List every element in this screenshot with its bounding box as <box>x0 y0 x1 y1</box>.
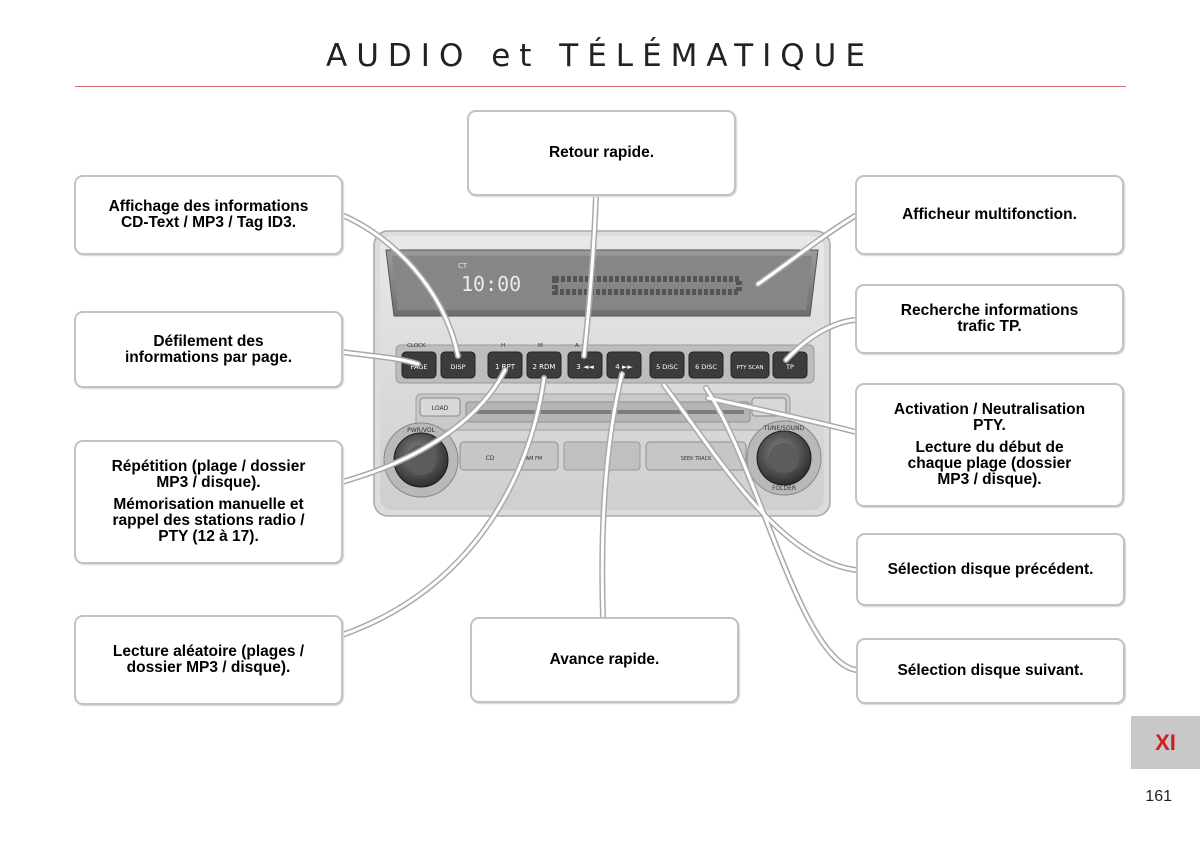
display-ct: CT <box>458 262 468 270</box>
callout-affichage-cd-text: Affichage des informations CD-Text / MP3… <box>74 175 343 255</box>
btn-am-fm: AM FM <box>526 456 543 462</box>
btn-3-rew: 3 ◄◄ <box>576 363 594 371</box>
page-title: AUDIO et TÉLÉMATIQUE <box>326 38 874 74</box>
section-tab: XI <box>1131 716 1200 769</box>
btn-pty-scan: PTY SCAN <box>737 365 764 371</box>
callout-repetition: Répétition (plage / dossier MP3 / disque… <box>74 440 343 564</box>
callout-disque-suivant: Sélection disque suivant. <box>856 638 1125 704</box>
callout-lecture-aleatoire: Lecture aléatoire (plages / dossier MP3 … <box>74 615 343 705</box>
label-clock: CLOCK <box>407 343 426 349</box>
btn-page: PAGE <box>411 363 428 371</box>
btn-1-rpt: 1 RPT <box>495 363 516 371</box>
title-divider <box>75 86 1126 87</box>
btn-load: LOAD <box>432 405 449 412</box>
btn-5-disc: 5 DISC <box>656 363 678 371</box>
callout-defilement: Défilement des informations par page. <box>74 311 343 388</box>
callout-recherche-tp: Recherche informations trafic TP. <box>855 284 1124 354</box>
btn-disp: DISP <box>451 363 466 371</box>
knob-tune-sound: TUNE/SOUND <box>763 425 805 432</box>
btn-cd: CD <box>486 455 495 462</box>
btn-6-disc: 6 DISC <box>695 363 717 371</box>
page-number: 161 <box>1145 788 1172 805</box>
display-clock: 10:00 <box>461 272 521 296</box>
callout-afficheur-multifonction: Afficheur multifonction. <box>855 175 1124 255</box>
callout-activation-pty: Activation / Neutralisation PTY. Lecture… <box>855 383 1124 507</box>
label-h: H <box>501 343 505 349</box>
knob-folder: FOLDER <box>772 485 796 492</box>
btn-4-ffwd: 4 ►► <box>615 363 633 371</box>
radio-faceplate <box>373 230 831 517</box>
callout-disque-precedent: Sélection disque précédent. <box>856 533 1125 606</box>
callout-avance-rapide: Avance rapide. <box>470 617 739 703</box>
btn-seek-track: SEEK TRACK <box>681 456 713 462</box>
callout-retour-rapide: Retour rapide. <box>467 110 736 196</box>
callout-lines <box>339 192 859 673</box>
label-m: M <box>538 343 543 349</box>
btn-tp: TP <box>785 363 794 371</box>
btn-2-rdm: 2 RDM <box>533 363 556 371</box>
label-a: A <box>575 343 579 349</box>
knob-pwr-vol: PWR/VOL <box>407 427 435 434</box>
